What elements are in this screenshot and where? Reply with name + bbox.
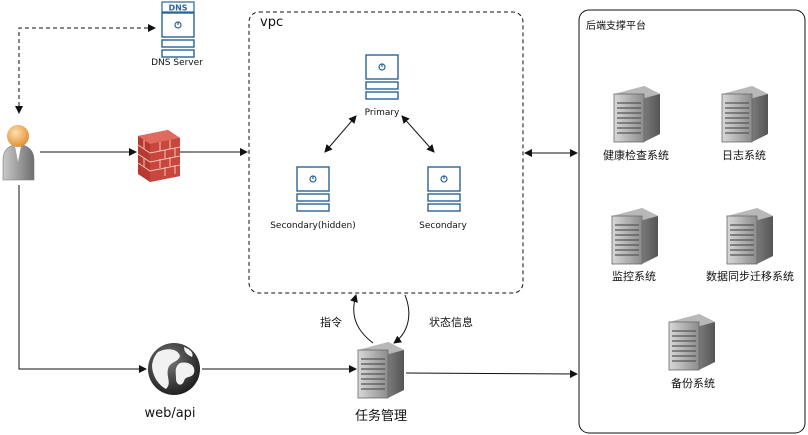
command-label: 指令 [320, 316, 342, 329]
task-manager-server-icon [357, 341, 405, 399]
status-info-arrow [393, 294, 410, 344]
user-webapi-link [18, 185, 147, 373]
vpc-boundary [248, 11, 524, 294]
backend-title: 后端支撑平台 [586, 21, 646, 32]
user-icon [2, 125, 35, 181]
firewall-icon [137, 130, 181, 182]
web-api-label: web/api [144, 406, 196, 421]
backup-server-icon [668, 313, 716, 371]
monitor-server-icon [611, 207, 659, 265]
status-info-label: 状态信息 [429, 316, 473, 329]
log-system-label: 日志系统 [722, 149, 766, 162]
dns-server-label: DNS Server [151, 58, 203, 68]
sync-system-label: 数据同步迁移系统 [706, 270, 794, 283]
log-server-icon [721, 85, 769, 143]
backup-system-label: 备份系统 [671, 377, 715, 390]
secondary-hidden-label: Secondary(hidden) [270, 221, 356, 231]
dns-server-icon: DNS [161, 1, 195, 58]
dns-badge: DNS [168, 4, 187, 13]
secondary-hidden-db-icon [296, 166, 330, 212]
secondary-label: Secondary [419, 221, 467, 231]
primary-hidden-link [324, 115, 357, 153]
backend-platform-box [578, 9, 806, 434]
vpc-title: vpc [260, 15, 284, 30]
task-backend-link [405, 369, 578, 378]
task-manager-label: 任务管理 [354, 409, 408, 424]
secondary-db-icon [427, 166, 461, 212]
command-arrow [350, 294, 374, 344]
globe-icon [148, 343, 200, 395]
monitor-system-label: 监控系统 [612, 270, 656, 283]
health-check-label: 健康检查系统 [603, 149, 669, 162]
primary-secondary-link [401, 115, 435, 153]
sync-server-icon [726, 207, 774, 265]
primary-db-icon [365, 54, 399, 100]
health-check-server-icon [613, 85, 661, 143]
primary-label: Primary [364, 108, 400, 118]
connectors [15, 24, 578, 378]
user-dns-link [15, 24, 156, 114]
